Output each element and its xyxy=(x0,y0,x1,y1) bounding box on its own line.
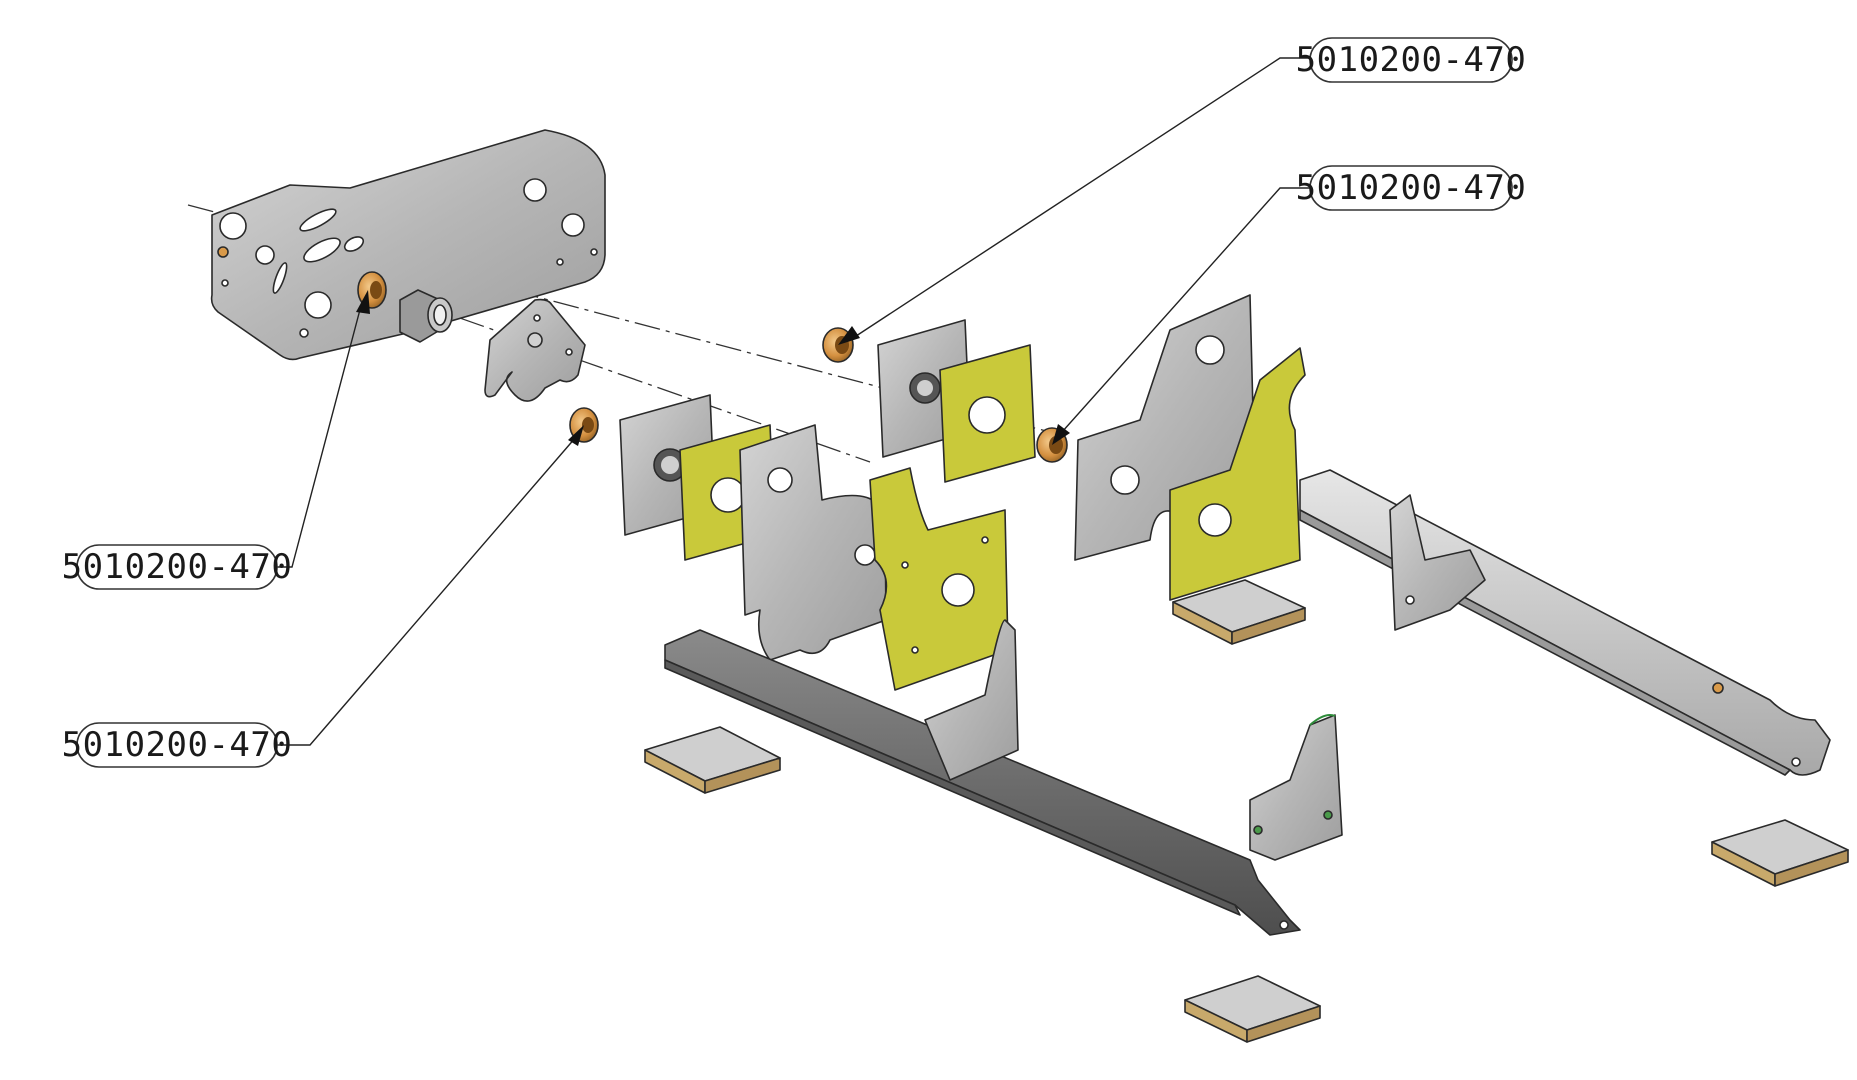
left-rail-upright xyxy=(924,619,1019,781)
rubber-pad-4 xyxy=(1184,975,1321,1043)
callout-4-label: 5010200-470 xyxy=(62,725,293,765)
callout-3: 5010200-470 xyxy=(62,544,293,590)
flanged-bearing xyxy=(399,289,453,343)
center-yellow-insulator xyxy=(939,344,1036,483)
rubber-pad-2 xyxy=(1172,579,1306,645)
small-l-bracket xyxy=(1249,714,1343,861)
callout-4: 5010200-470 xyxy=(62,722,293,768)
right-rail-upright xyxy=(1389,494,1486,631)
callout-3-label: 5010200-470 xyxy=(62,547,293,587)
callout-1: 5010200-470 xyxy=(1296,37,1527,83)
right-long-rail xyxy=(1299,469,1831,776)
main-side-plate xyxy=(210,129,606,361)
left-long-rail xyxy=(664,629,1301,936)
callout-2-label: 5010200-470 xyxy=(1296,168,1527,208)
leader-lines xyxy=(277,57,1310,746)
small-bracket-plate xyxy=(484,298,586,402)
left-gray-bracket xyxy=(739,424,887,661)
callout-2: 5010200-470 xyxy=(1296,165,1527,211)
left-yellow-bracket xyxy=(869,467,1009,691)
callout-1-label: 5010200-470 xyxy=(1296,40,1527,80)
rubber-pad-3 xyxy=(1711,819,1849,887)
right-yellow-bracket xyxy=(1169,347,1306,601)
rubber-pad-1 xyxy=(644,726,781,794)
